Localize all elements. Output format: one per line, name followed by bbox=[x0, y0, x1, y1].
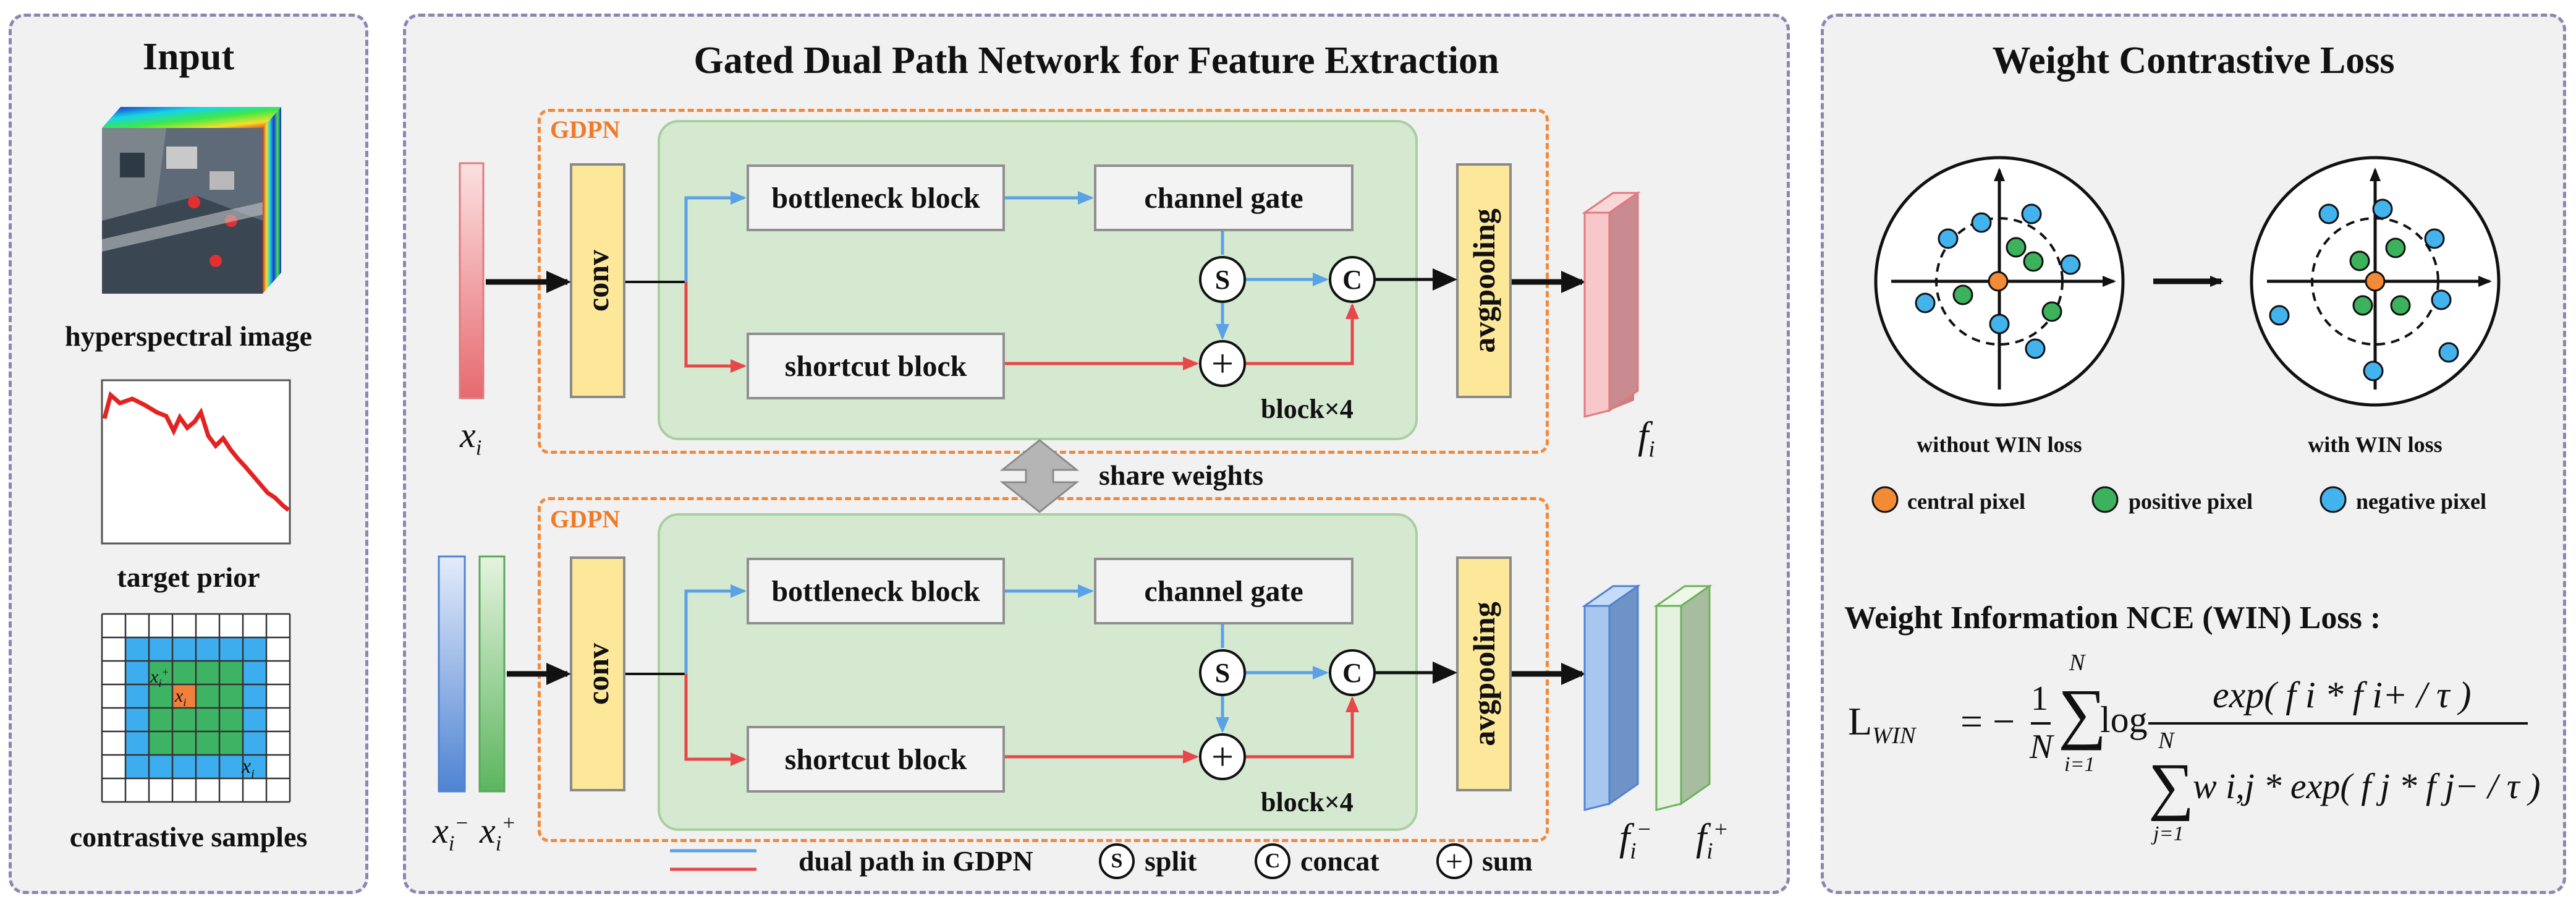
sum-node-top: + bbox=[1199, 340, 1246, 387]
input-bar-top bbox=[459, 162, 485, 399]
formula-denominator: w i,j * exp( f j * f j− / τ ) bbox=[2193, 766, 2541, 806]
shortcut-block-bottom: shortcut block bbox=[747, 726, 1005, 793]
legend-dual-path: dual path in GDPN bbox=[799, 845, 1033, 877]
legend-sum-icon: + bbox=[1436, 843, 1472, 879]
input-bar-pos bbox=[478, 555, 506, 793]
hsi-caption: hyperspectral image bbox=[65, 320, 312, 352]
output-feature-neg bbox=[1582, 584, 1641, 811]
formula-den-sum-sign: ∑ bbox=[2148, 751, 2195, 822]
grid-pos-label: xi+ bbox=[150, 666, 169, 689]
legend-central: central pixel bbox=[1907, 489, 2025, 514]
samples-caption: contrastive samples bbox=[69, 821, 308, 853]
output-label-neg: fi− bbox=[1619, 817, 1652, 864]
block-repeat-top: block×4 bbox=[1261, 394, 1354, 424]
split-node-bottom: S bbox=[1199, 649, 1246, 696]
legend-positive: positive pixel bbox=[2129, 489, 2253, 514]
contrastive-samples-grid bbox=[101, 613, 291, 803]
formula-den-sum-top: N bbox=[2158, 728, 2174, 754]
share-weights-arrow bbox=[999, 439, 1080, 513]
avgpooling-bottom: avgpooling bbox=[1456, 556, 1512, 791]
output-feature-top bbox=[1582, 191, 1641, 418]
conv-top: conv bbox=[570, 163, 625, 398]
loss-heading: Weight Information NCE (WIN) Loss : bbox=[1844, 600, 2381, 636]
share-weights-label: share weights bbox=[1099, 459, 1264, 491]
legend-negative: negative pixel bbox=[2356, 489, 2486, 514]
concat-node-bottom: C bbox=[1329, 649, 1376, 696]
hyperspectral-cube-image bbox=[102, 107, 281, 294]
block-repeat-bottom: block×4 bbox=[1261, 787, 1354, 817]
input-title: Input bbox=[142, 36, 235, 78]
legend-split: split bbox=[1145, 845, 1197, 877]
legend-split-icon: S bbox=[1099, 843, 1135, 879]
output-feature-pos bbox=[1653, 584, 1713, 811]
grid-neg-label: xi bbox=[242, 755, 255, 781]
conv-bottom: conv bbox=[570, 556, 625, 791]
input-bar-neg bbox=[438, 555, 466, 793]
legend-concat: concat bbox=[1300, 845, 1379, 877]
output-label-pos: fi+ bbox=[1696, 817, 1729, 864]
concat-node-top: C bbox=[1329, 256, 1376, 303]
avgpooling-top: avgpooling bbox=[1456, 163, 1512, 398]
output-label-top: fi bbox=[1638, 415, 1655, 462]
with-win-label: with WIN loss bbox=[2308, 432, 2443, 457]
bottleneck-block-bottom: bottleneck block bbox=[747, 558, 1005, 624]
formula-lhs: LWIN bbox=[1848, 699, 1916, 749]
gdpn-top-tag: GDPN bbox=[550, 116, 621, 143]
prior-caption: target prior bbox=[117, 561, 260, 593]
bottleneck-block-top: bottleneck block bbox=[747, 164, 1005, 231]
formula-log: log bbox=[2100, 699, 2148, 740]
legend-concat-icon: C bbox=[1255, 843, 1290, 879]
gdpn-bottom-tag: GDPN bbox=[550, 505, 621, 533]
input-label-pos: xi+ bbox=[480, 811, 516, 856]
loss-title: Weight Contrastive Loss bbox=[1992, 40, 2395, 82]
sum-node-bottom: + bbox=[1199, 733, 1246, 780]
formula-frac1-num: 1 bbox=[2031, 679, 2048, 718]
input-label-neg: xi− bbox=[433, 811, 469, 856]
channel-gate-bottom: channel gate bbox=[1094, 558, 1354, 624]
legend-sum: sum bbox=[1482, 845, 1533, 877]
formula-sum-sign: ∑ bbox=[2058, 675, 2107, 751]
formula-den-sum-bottom: j=1 bbox=[2153, 822, 2184, 845]
shortcut-block-top: shortcut block bbox=[747, 333, 1005, 399]
split-node-top: S bbox=[1199, 256, 1246, 303]
formula-sum-top: N bbox=[2069, 650, 2085, 676]
without-win-label: without WIN loss bbox=[1917, 432, 2082, 457]
input-panel: Input hyperspectral image target prior bbox=[9, 14, 368, 894]
channel-gate-top: channel gate bbox=[1094, 164, 1354, 231]
target-prior-chart bbox=[101, 379, 291, 545]
network-title: Gated Dual Path Network for Feature Extr… bbox=[693, 40, 1499, 82]
formula-sum-bottom: i=1 bbox=[2064, 753, 2095, 776]
formula-frac1-den: N bbox=[2030, 728, 2053, 766]
loss-panel: Weight Contrastive Loss bbox=[1821, 14, 2566, 894]
formula-numerator: exp( f i * f i+ / τ ) bbox=[2213, 675, 2472, 715]
formula-eq: = − bbox=[1960, 699, 2015, 743]
grid-center-label: xi bbox=[175, 686, 187, 709]
input-label-top: xi bbox=[460, 415, 482, 460]
